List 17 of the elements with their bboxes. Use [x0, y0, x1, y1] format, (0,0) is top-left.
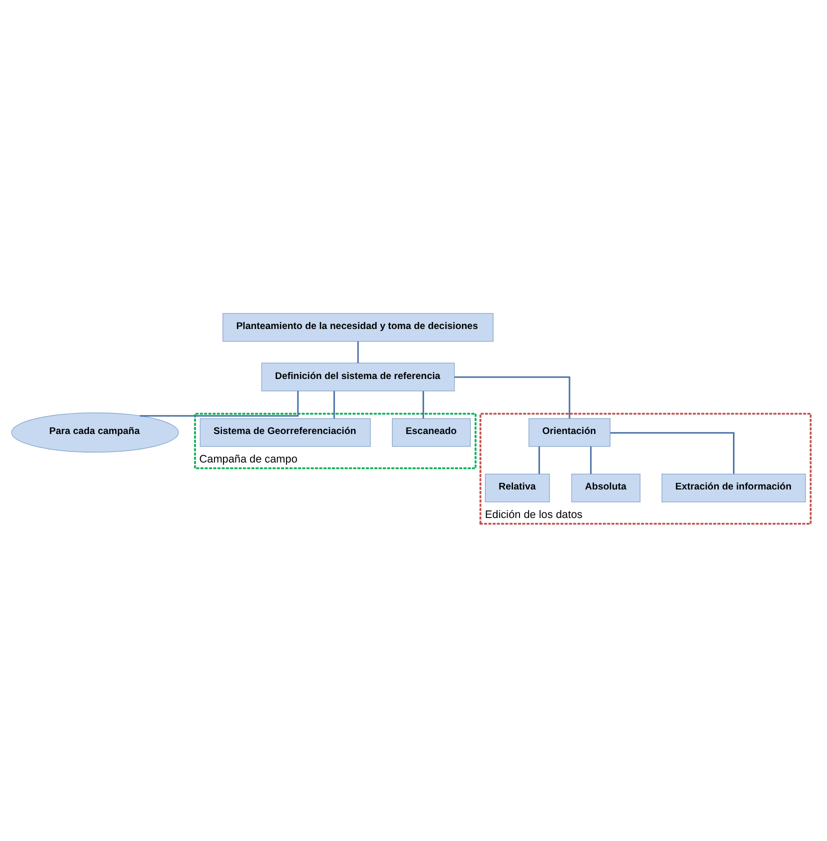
connector [538, 446, 540, 474]
connector [610, 432, 734, 474]
connector [590, 446, 592, 474]
node-ellipse: Para cada campaña [11, 412, 179, 452]
node-box: Sistema de Georreferenciación [200, 418, 371, 446]
node-box: Relativa [484, 473, 550, 502]
connector [140, 390, 299, 416]
connector [454, 376, 570, 418]
node-box: Planteamiento de la necesidad y toma de decisiones [222, 312, 494, 342]
connector [333, 390, 335, 418]
connector [422, 390, 424, 418]
node-box: Extración de información [662, 473, 806, 502]
connector [357, 340, 359, 363]
node-box: Absoluta [571, 473, 640, 502]
node-box: Definición del sistema de referencia [261, 362, 455, 391]
node-box: Orientación [528, 418, 610, 446]
node-box: Escaneado [392, 418, 471, 446]
